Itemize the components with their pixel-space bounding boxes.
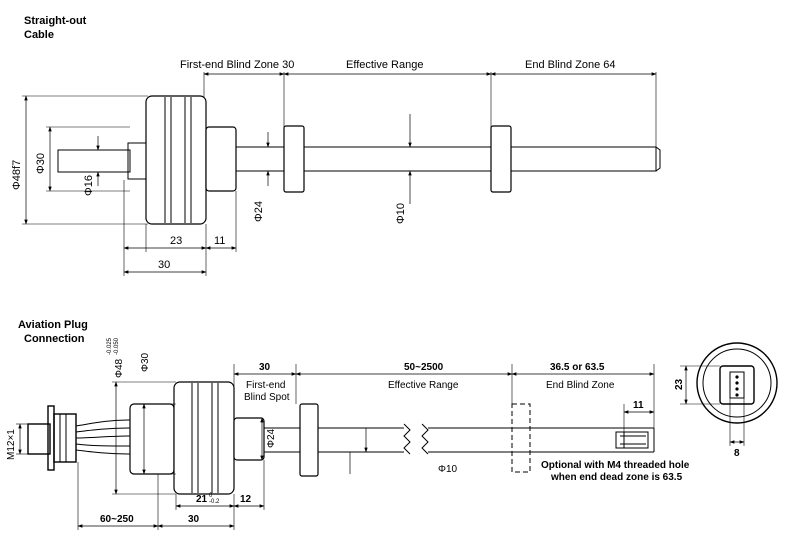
aviation-title-line1: Aviation Plug [18,319,88,331]
flange-body [145,95,207,225]
aviation-dia-10-label: Φ10 [438,464,458,475]
aviation-dia-48-tol-top: -0.025 [107,337,113,355]
end-view-pin-block [729,371,745,399]
end-view-outer-circle [696,342,778,424]
len-11-label: 11 [214,235,225,247]
straight-out-cable-view: Straight-out Cable First-end Blind Zone … [11,15,661,276]
end-view-8-label: 8 [734,448,740,459]
plug-thread [27,423,51,455]
cable-stub [57,149,131,173]
aviation-zone-effective-label: Effective Range [388,380,459,391]
m4-threaded-hole [615,431,649,449]
end-view-23-label: 23 [674,378,685,390]
aviation-neck [233,417,265,461]
aviation-zone-end-label: End Blind Zone [546,380,615,391]
aviation-dia-48-tol-bottom: -0.050 [114,337,120,355]
straight-out-title-line1: Straight-out [24,15,87,27]
aviation-flange [173,381,235,495]
aviation-len-30-top-label: 30 [259,362,271,373]
aviation-plug-view: Aviation Plug Connection [6,319,778,530]
aviation-len-11-label: 11 [633,400,644,411]
m4-note-line1: Optional with M4 threaded hole [541,460,690,471]
housing-neck [205,126,237,192]
len-30-label: 30 [158,259,170,271]
aviation-dia-30-label: Φ30 [140,352,151,372]
dia-48f7-label: Φ48f7 [11,160,23,190]
straight-out-title-line2: Cable [24,29,54,41]
magnet-float-2 [490,125,512,193]
end-view-socket [719,365,755,405]
optional-float-outline [511,403,531,473]
aviation-len-21-label: 21 [196,494,208,505]
dia-24-label: Φ24 [253,201,265,222]
aviation-magnet-float [299,403,319,477]
plug-body [53,413,77,463]
aviation-len-12-label: 12 [240,494,252,505]
dia-30-label: Φ30 [35,153,47,174]
zone-effective-label: Effective Range [346,59,423,71]
end-view-inner-circle [702,348,772,418]
thread-m12-label: M12×1 [6,429,17,460]
len-23-label: 23 [170,235,182,247]
aviation-len-21-tol-bottom: -0.2 [209,499,220,505]
zone-first-end-label: First-end Blind Zone 30 [180,59,294,71]
m4-note-line2: when end dead zone is 63.5 [550,472,683,483]
aviation-zone-first-line2: Blind Spot [244,392,290,403]
dia-10-label: Φ10 [395,203,407,224]
dia-16-label: Φ16 [83,175,95,196]
magnet-float-1 [283,125,305,193]
mount-collar [129,403,175,475]
aviation-title-line2: Connection [24,333,85,345]
aviation-dia-24-label: Φ24 [266,428,277,448]
cable-collar [127,142,147,180]
zone-end-label: End Blind Zone 64 [525,59,616,71]
aviation-len-cable-label: 60~250 [100,514,134,525]
aviation-len-21-tol-top: 0 [209,493,213,499]
aviation-len-range-label: 50~2500 [404,362,444,373]
aviation-zone-first-line1: First-end [246,380,285,391]
plug-nut [47,405,55,471]
sensor-rod [235,146,657,172]
aviation-len-30-bottom-label: 30 [188,514,200,525]
aviation-len-end-label: 36.5 or 63.5 [550,362,605,373]
aviation-dia-48-label: Φ48 [114,358,125,378]
